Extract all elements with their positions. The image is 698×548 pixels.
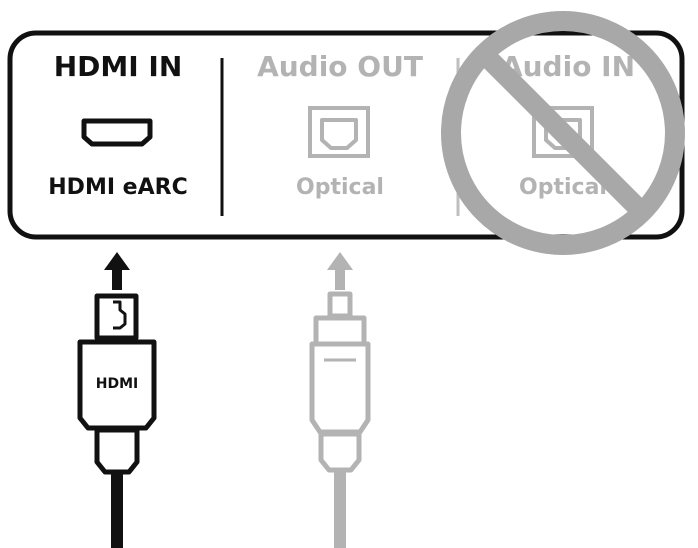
optical-plug-icon bbox=[309, 291, 371, 473]
prohibited-icon bbox=[441, 11, 685, 255]
hdmi-plug-label: HDMI bbox=[96, 376, 138, 392]
port-heading-hdmi-in: HDMI IN bbox=[54, 50, 183, 83]
hdmi-cable-wire bbox=[111, 472, 123, 548]
optical-cable-wire bbox=[334, 470, 346, 548]
optical-port-icon bbox=[308, 106, 370, 158]
port-connector-hdmi-earc: HDMI eARC bbox=[48, 175, 187, 200]
hdmi-port-icon bbox=[81, 118, 153, 147]
port-heading-audio-in: Audio IN bbox=[501, 50, 635, 83]
port-connector-optical-in: Optical bbox=[519, 175, 607, 200]
hdmi-plug-icon bbox=[77, 293, 157, 475]
arrow-up-icon bbox=[327, 252, 353, 290]
port-heading-audio-out: Audio OUT bbox=[257, 50, 423, 83]
port-connector-optical-out: Optical bbox=[296, 175, 384, 200]
arrow-up-icon bbox=[104, 252, 130, 290]
